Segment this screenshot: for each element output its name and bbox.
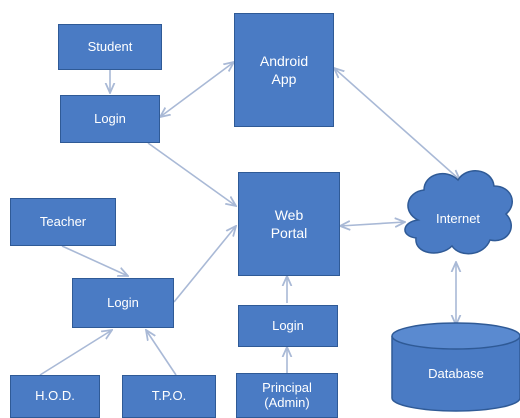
hod-box: H.O.D. bbox=[10, 375, 100, 418]
principal-box: Principal (Admin) bbox=[236, 373, 338, 418]
teacher-box: Teacher bbox=[10, 198, 116, 246]
database-cylinder-shape bbox=[391, 336, 520, 412]
database-label: Database bbox=[428, 365, 484, 381]
staff-login-box: Login bbox=[72, 278, 174, 328]
arrow-hod-to-login bbox=[39, 330, 112, 376]
admin-login-box: Login bbox=[238, 305, 338, 347]
internet-cloud-shape bbox=[404, 170, 513, 255]
arrow-web-internet bbox=[340, 222, 405, 226]
database-cylinder-top bbox=[391, 322, 520, 350]
student-login-box: Login bbox=[60, 95, 160, 143]
arrow-android-internet bbox=[334, 68, 460, 180]
arrow-staff-login-web bbox=[173, 226, 236, 303]
arrow-teacher-to-login bbox=[61, 245, 128, 276]
student-box: Student bbox=[58, 24, 162, 70]
arrow-student-login-web bbox=[147, 142, 236, 206]
arrow-tpo-to-login bbox=[146, 330, 177, 376]
internet-label: Internet bbox=[435, 210, 481, 226]
arrow-student-login-android bbox=[160, 62, 234, 117]
web-portal-box: Web Portal bbox=[238, 172, 340, 276]
tpo-box: T.P.O. bbox=[122, 375, 216, 418]
android-app-box: Android App bbox=[234, 13, 334, 127]
